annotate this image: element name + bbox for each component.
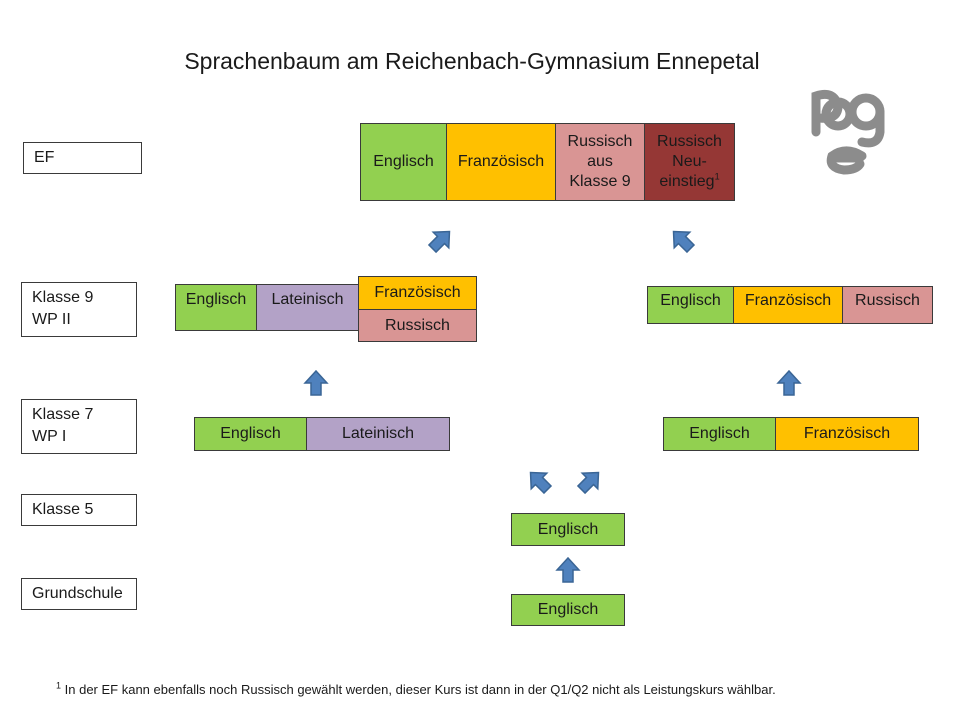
k9-right-englisch-box: Englisch <box>647 286 734 324</box>
arrow-up-right-icon <box>423 222 459 258</box>
level-label-klasse7: Klasse 7 WP I <box>21 399 137 454</box>
ef-russisch-neu-line3: einstieg <box>659 173 715 190</box>
ef-russisch-neu-line1: Russisch <box>657 133 722 150</box>
ef-russisch-neueinstieg-box: Russisch Neu- einstieg1 <box>644 123 735 201</box>
ef-franzoesisch-text: Französisch <box>457 153 545 170</box>
k9-left-franzoesisch-text: Französisch <box>374 284 461 301</box>
level-label-klasse9-line2: WP II <box>32 311 71 328</box>
k9-left-russisch-text: Russisch <box>385 316 450 334</box>
level-label-grundschule: Grundschule <box>21 578 137 610</box>
footnote-text: In der EF kann ebenfalls noch Russisch g… <box>64 682 776 697</box>
level-label-klasse7-line1: Klasse 7 <box>32 406 94 423</box>
arrow-up-left-icon <box>521 463 557 499</box>
k9-left-englisch-box: Englisch <box>175 284 257 331</box>
arrow-up-right-icon <box>572 463 608 499</box>
k5-englisch-box: Englisch <box>511 513 625 546</box>
level-label-klasse9-line1: Klasse 9 <box>32 289 94 306</box>
arrow-up-icon <box>304 370 328 396</box>
ef-russisch-aus-line3: Klasse 9 <box>569 173 631 190</box>
ef-russisch-neu-line2: Neu- <box>672 153 707 170</box>
grundschule-englisch-text: Englisch <box>537 601 599 618</box>
ef-russisch-aus-line1: Russisch <box>567 133 633 150</box>
k9-right-franzoesisch-text: Französisch <box>744 292 832 309</box>
page-title: Sprachenbaum am Reichenbach-Gymnasium En… <box>184 48 760 74</box>
footnote: 1 In der EF kann ebenfalls noch Russisch… <box>56 680 776 697</box>
k9-right-franzoesisch-box: Französisch <box>733 286 843 324</box>
k7-right-franzoesisch-box: Französisch <box>775 417 919 451</box>
arrow-up-left-icon <box>664 222 700 258</box>
footnote-marker: 1 <box>714 171 720 182</box>
level-label-ef: EF <box>23 142 142 174</box>
school-logo <box>811 89 885 175</box>
ef-russisch-neu-line3-wrap: einstieg1 <box>659 172 719 192</box>
level-label-ef-text: EF <box>34 149 55 166</box>
ef-franzoesisch-box: Französisch <box>446 123 556 201</box>
level-label-klasse7-line2: WP I <box>32 428 67 445</box>
k9-right-russisch-box: Russisch <box>842 286 933 324</box>
level-label-klasse9: Klasse 9 WP II <box>21 282 137 337</box>
footnote-number: 1 <box>56 680 62 691</box>
k5-englisch-text: Englisch <box>537 520 599 538</box>
arrow-up-icon <box>777 370 801 396</box>
k7-right-franzoesisch-text: Französisch <box>803 425 891 442</box>
k9-left-franzoesisch-box: Französisch <box>358 276 477 310</box>
level-label-grundschule-text: Grundschule <box>32 585 123 602</box>
ef-englisch-text: Englisch <box>373 153 434 170</box>
ef-russisch-aus-line2: aus <box>587 153 613 170</box>
k7-left-latein-text: Lateinisch <box>341 425 415 442</box>
level-label-klasse5: Klasse 5 <box>21 494 137 526</box>
k9-left-russisch-box: Russisch <box>358 309 477 342</box>
level-label-klasse5-text: Klasse 5 <box>32 501 94 518</box>
k9-right-englisch-text: Englisch <box>660 292 721 309</box>
grundschule-englisch-box: Englisch <box>511 594 625 626</box>
k9-left-englisch-text: Englisch <box>185 290 247 308</box>
k9-right-russisch-text: Russisch <box>855 292 920 309</box>
k7-left-englisch-text: Englisch <box>220 425 281 442</box>
arrow-up-icon <box>556 557 580 583</box>
k7-right-englisch-text: Englisch <box>689 425 750 442</box>
ef-russisch-aus-klasse9-box: Russisch aus Klasse 9 <box>555 123 645 201</box>
ef-englisch-box: Englisch <box>360 123 447 201</box>
k7-left-latein-box: Lateinisch <box>306 417 450 451</box>
k9-left-latein-text: Lateinisch <box>271 290 344 308</box>
